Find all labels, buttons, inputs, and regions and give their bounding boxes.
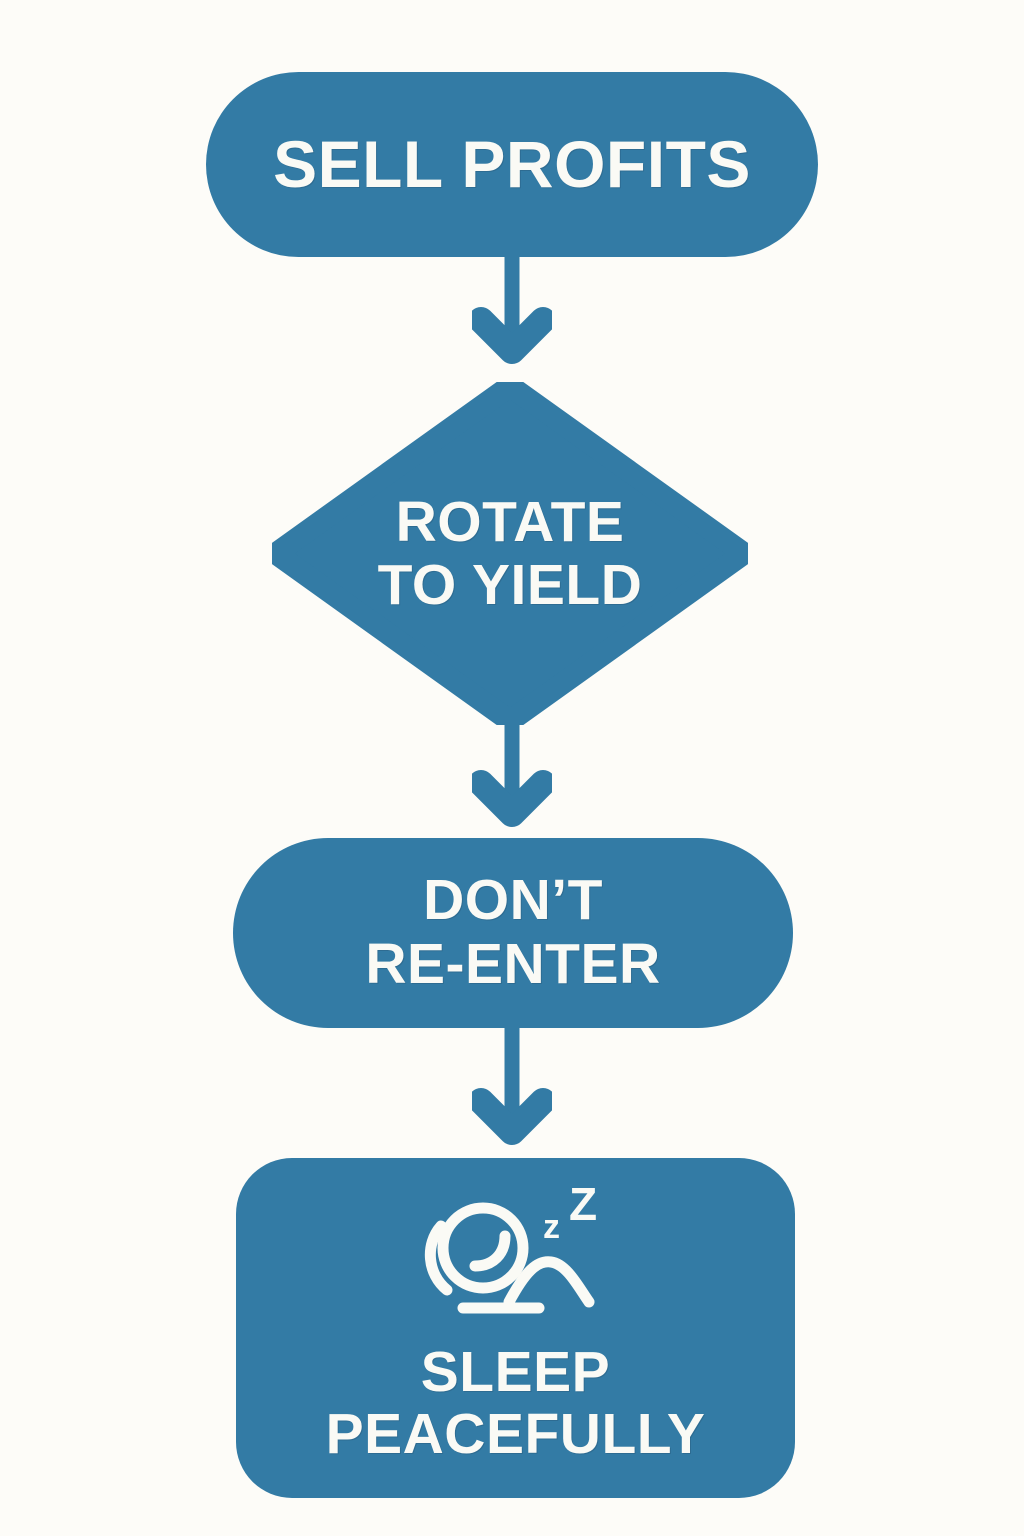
flow-arrow-dont-reenter-to-sleep-peacefully [472, 1022, 552, 1145]
flow-arrow-rotate-yield-to-dont-reenter [472, 722, 552, 827]
flow-arrow-sell-profits-to-rotate-yield [472, 256, 552, 364]
zzz-large-letter: Z [569, 1180, 597, 1230]
diamond-shape [272, 382, 748, 725]
zzz-small-letter: z [543, 1208, 560, 1246]
node-label-sell-profits: SELL PROFITS [273, 126, 751, 201]
sleeping-person-icon: z Z [424, 1180, 597, 1314]
flow-node-sell-profits[interactable]: SELL PROFITS [206, 72, 818, 257]
